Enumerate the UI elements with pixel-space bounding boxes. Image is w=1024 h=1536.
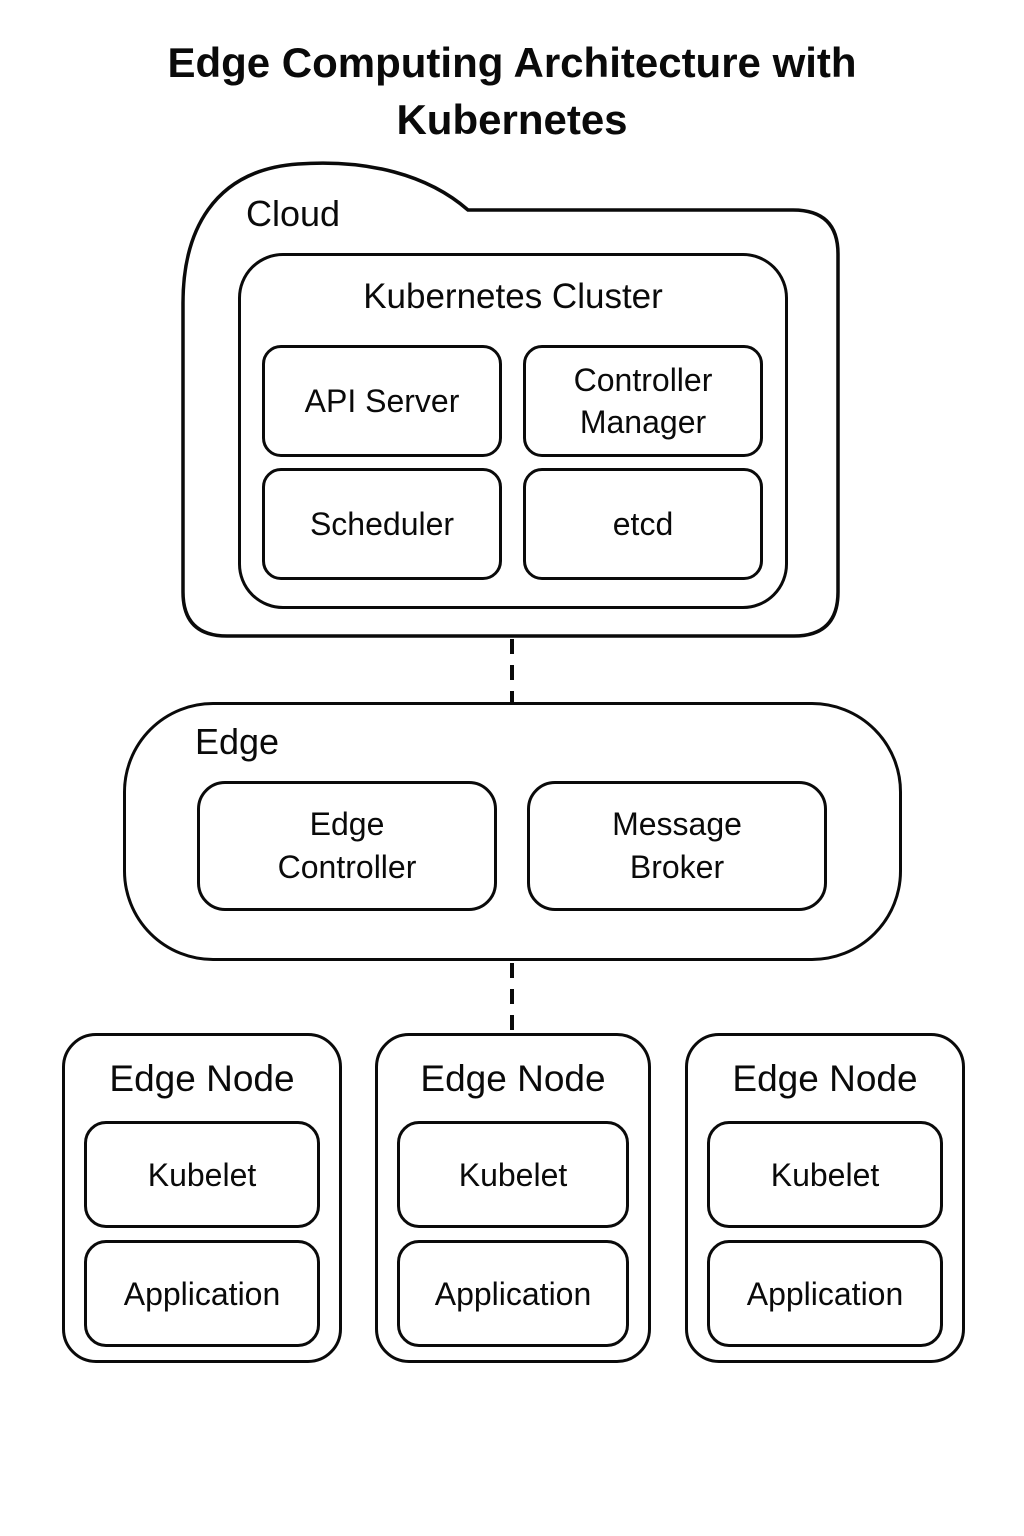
message-broker-box: Message Broker [527, 781, 827, 911]
cloud-label: Cloud [246, 193, 341, 234]
edge-node-1-kubelet-box: Kubelet [84, 1121, 320, 1228]
edge-node-2-label: Edge Node [420, 1058, 606, 1099]
edge-node-3-application-label: Application [746, 1275, 904, 1312]
edge-node-2-kubelet-label: Kubelet [458, 1156, 568, 1193]
edge-node-1-kubelet-label: Kubelet [147, 1156, 257, 1193]
edge-node-3-label: Edge Node [732, 1058, 918, 1099]
edge-node-1-label: Edge Node [109, 1058, 295, 1099]
etcd-box: etcd [523, 468, 763, 580]
api-server-box: API Server [262, 345, 502, 457]
edge-node-1-application-label: Application [123, 1275, 281, 1312]
scheduler-label: Scheduler [309, 506, 455, 542]
etcd-label: etcd [612, 506, 674, 542]
edge-node-2-kubelet-box: Kubelet [397, 1121, 629, 1228]
message-broker-label: Message Broker [612, 806, 742, 885]
edge-node-3-kubelet-box: Kubelet [707, 1121, 943, 1228]
edge-controller-label: Edge Controller [277, 806, 417, 885]
edge-node-3-kubelet-label: Kubelet [770, 1156, 880, 1193]
edge-node-3: Edge Node Kubelet Application [685, 1033, 965, 1363]
edge-label: Edge [195, 721, 280, 762]
edge-node-1: Edge Node Kubelet Application [62, 1033, 342, 1363]
edge-controller-box: Edge Controller [197, 781, 497, 911]
api-server-label: API Server [304, 383, 460, 419]
scheduler-box: Scheduler [262, 468, 502, 580]
controller-manager-box: Controller Manager [523, 345, 763, 457]
page-title: Edge Computing Architecture with Kuberne… [167, 39, 857, 143]
controller-manager-label: Controller Manager [573, 362, 713, 440]
edge-node-1-application-box: Application [84, 1240, 320, 1347]
edge-node-2-application-label: Application [434, 1275, 592, 1312]
kubernetes-cluster-label: Kubernetes Cluster [363, 277, 663, 316]
edge-node-2-application-box: Application [397, 1240, 629, 1347]
edge-node-2: Edge Node Kubelet Application [375, 1033, 651, 1363]
edge-node-3-application-box: Application [707, 1240, 943, 1347]
